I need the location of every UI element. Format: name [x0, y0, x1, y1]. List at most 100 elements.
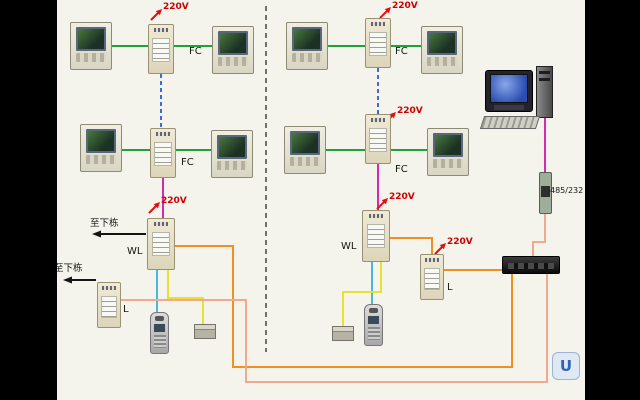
label-220v: 220V	[392, 1, 418, 11]
controller-ports	[508, 263, 554, 269]
power-arrow-head	[439, 243, 446, 250]
power-arrow-shaft	[150, 12, 159, 21]
label-to-next-building: 至下栋	[90, 218, 119, 229]
monitor-screen	[76, 27, 106, 51]
power-arrow-head	[381, 198, 388, 205]
terminal-strip	[154, 28, 168, 32]
monitor-buttons	[433, 159, 463, 168]
pc-tower	[536, 66, 553, 118]
label-sticker	[152, 38, 170, 62]
label-sticker	[424, 268, 440, 290]
fc-floor-controller	[150, 128, 176, 178]
speaker	[155, 316, 164, 321]
monitor-screen	[427, 31, 457, 55]
arrow-head	[63, 276, 72, 284]
indoor-monitor	[211, 130, 253, 178]
label-fc: FC	[181, 157, 194, 168]
label-l: L	[123, 304, 129, 315]
label-l: L	[447, 282, 453, 293]
power-arrow	[376, 198, 388, 210]
label-fc: FC	[395, 164, 408, 175]
pc-monitor	[485, 70, 533, 112]
power-arrow-shaft	[379, 10, 388, 19]
pc-screen	[490, 74, 528, 103]
fc-floor-controller	[365, 114, 391, 164]
handset-screen	[154, 324, 165, 332]
wl-unit	[147, 218, 175, 270]
indoor-monitor	[80, 124, 122, 172]
door-station-handset	[364, 304, 383, 346]
terminal-strip	[102, 286, 116, 290]
speaker	[369, 308, 378, 313]
label-wl: WL	[341, 241, 357, 252]
label-sticker	[152, 232, 170, 256]
drive-slot	[539, 78, 550, 81]
monitor-buttons	[290, 157, 320, 166]
keypad	[153, 335, 166, 348]
indoor-monitor	[284, 126, 326, 174]
wire-salmon	[532, 214, 546, 256]
label-220v: 220V	[161, 196, 187, 206]
power-arrow-shaft	[376, 201, 385, 210]
label-sticker	[367, 224, 385, 248]
monitor-buttons	[218, 57, 248, 66]
power-arrow-shaft	[434, 246, 443, 255]
label-485-232: 485/232	[550, 186, 584, 195]
to-next-building-arrow	[92, 230, 146, 238]
terminal-strip	[371, 22, 385, 26]
fc-floor-controller	[365, 18, 391, 68]
management-controller	[502, 256, 560, 274]
label-sticker	[369, 128, 387, 152]
label-220v: 220V	[447, 237, 473, 247]
monitor-screen	[218, 31, 248, 55]
monitor-buttons	[86, 155, 116, 164]
serial-converter-485-232	[539, 172, 552, 214]
power-arrow-head	[384, 7, 391, 14]
indoor-monitor	[286, 22, 328, 70]
label-to-next-building: 至下栋	[54, 263, 83, 274]
indoor-monitor	[421, 26, 463, 74]
monitor-buttons	[292, 53, 322, 62]
pc-monitor-base	[494, 105, 524, 110]
terminal-strip	[425, 258, 439, 262]
keypad	[367, 327, 380, 340]
monitor-buttons	[427, 57, 457, 66]
monitor-buttons	[76, 53, 106, 62]
terminal-strip	[156, 132, 170, 136]
label-220v: 220V	[163, 2, 189, 12]
right-black-bar	[585, 0, 640, 400]
junction-box-lid	[333, 327, 353, 332]
indoor-monitor	[212, 26, 254, 74]
power-arrow	[379, 7, 391, 19]
junction-box-lid	[195, 325, 215, 330]
junction-box	[332, 326, 354, 341]
terminal-strip	[154, 222, 168, 226]
power-arrow	[434, 243, 446, 255]
wl-unit	[362, 210, 390, 262]
terminal-strip	[371, 118, 385, 122]
label-sticker	[101, 296, 117, 318]
l-unit	[420, 254, 444, 300]
monitor-screen	[86, 129, 116, 153]
junction-box	[194, 324, 216, 339]
to-next-building-arrow	[63, 276, 96, 284]
monitor-buttons	[217, 161, 247, 170]
converter-band	[541, 186, 550, 197]
monitor-screen	[290, 131, 320, 155]
brand-logo: U	[552, 352, 580, 380]
l-unit	[97, 282, 121, 328]
label-wl: WL	[127, 246, 143, 257]
handset-screen	[368, 316, 379, 324]
wire-yellow	[342, 262, 382, 326]
label-220v: 220V	[389, 192, 415, 202]
label-220v: 220V	[397, 106, 423, 116]
indoor-monitor	[427, 128, 469, 176]
door-station-handset	[150, 312, 169, 354]
wire-yellow	[167, 270, 204, 324]
arrow-head	[92, 230, 101, 238]
brand-logo-letter: U	[559, 357, 573, 375]
wire-salmon-bus	[121, 274, 548, 383]
pc-keyboard	[479, 116, 541, 129]
monitor-screen	[292, 27, 322, 51]
